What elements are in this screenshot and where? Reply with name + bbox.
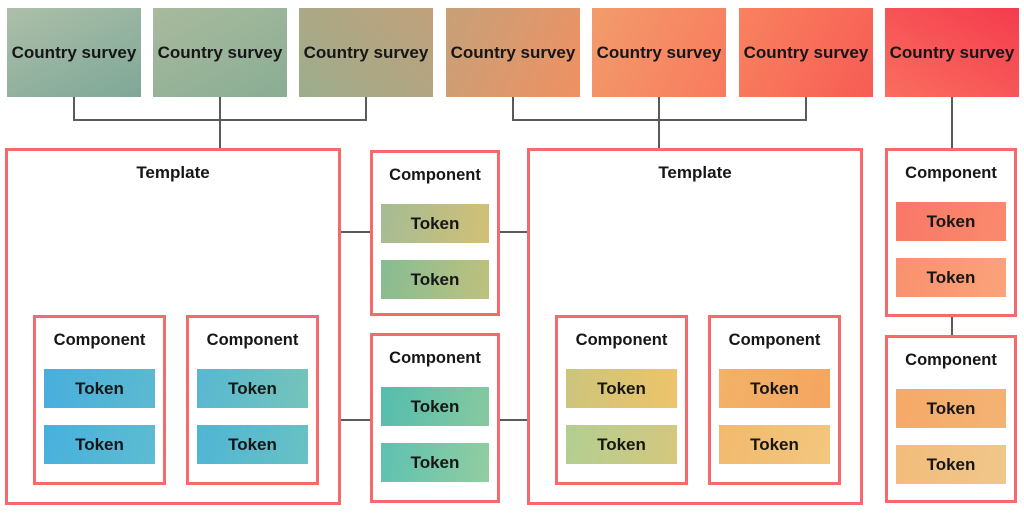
- token: Token: [381, 387, 489, 426]
- token: Token: [197, 425, 308, 464]
- token: Token: [381, 443, 489, 482]
- token: Token: [896, 445, 1006, 484]
- right-template-box: Template Component Token Token Component…: [527, 148, 863, 505]
- left-template-box: Template Component Token Token Component…: [5, 148, 341, 505]
- token: Token: [896, 258, 1006, 297]
- component-box: Component Token Token: [33, 315, 166, 485]
- token: Token: [719, 425, 830, 464]
- token: Token: [197, 369, 308, 408]
- token: Token: [896, 389, 1006, 428]
- component-label: Component: [389, 166, 481, 184]
- connector-left-template-to-bridge2: [341, 419, 370, 421]
- survey-box-1: Country survey: [7, 8, 141, 97]
- component-label: Component: [53, 331, 146, 349]
- connector-survey1-stub: [73, 97, 75, 120]
- survey-box-2: Country survey: [153, 8, 287, 97]
- connector-survey4-stub: [512, 97, 514, 120]
- connector-bridge2-to-right-template: [500, 419, 527, 421]
- token: Token: [381, 204, 489, 243]
- survey-box-5: Country survey: [592, 8, 726, 97]
- component-label: Component: [575, 331, 668, 349]
- component-box: Component Token Token: [186, 315, 319, 485]
- connector-survey6-stub: [805, 97, 807, 120]
- token: Token: [566, 369, 677, 408]
- template-label: Template: [136, 163, 210, 182]
- connector-right-components: [951, 317, 953, 335]
- component-box: Component Token Token: [885, 335, 1017, 503]
- connector-bridge1-to-right-template: [500, 231, 527, 233]
- component-box: Component Token Token: [370, 150, 500, 316]
- component-label: Component: [905, 164, 997, 182]
- component-box: Component Token Token: [708, 315, 841, 485]
- survey-box-6: Country survey: [739, 8, 873, 97]
- survey-box-4: Country survey: [446, 8, 580, 97]
- token: Token: [44, 425, 155, 464]
- component-box: Component Token Token: [885, 148, 1017, 317]
- component-label: Component: [905, 351, 997, 369]
- component-box: Component Token Token: [370, 333, 500, 503]
- token: Token: [566, 425, 677, 464]
- connector-survey3-stub: [365, 97, 367, 120]
- token: Token: [896, 202, 1006, 241]
- survey-box-3: Country survey: [299, 8, 433, 97]
- token: Token: [381, 260, 489, 299]
- component-box: Component Token Token: [555, 315, 688, 485]
- component-label: Component: [389, 349, 481, 367]
- connector-survey5-to-right-template: [658, 97, 660, 148]
- survey-box-7: Country survey: [885, 8, 1019, 97]
- connector-left-template-to-bridge1: [341, 231, 370, 233]
- connector-survey7-to-component: [951, 97, 953, 148]
- token: Token: [44, 369, 155, 408]
- template-label: Template: [658, 163, 732, 182]
- component-label: Component: [728, 331, 821, 349]
- component-label: Component: [206, 331, 299, 349]
- token: Token: [719, 369, 830, 408]
- connector-survey2-to-left-template: [219, 97, 221, 148]
